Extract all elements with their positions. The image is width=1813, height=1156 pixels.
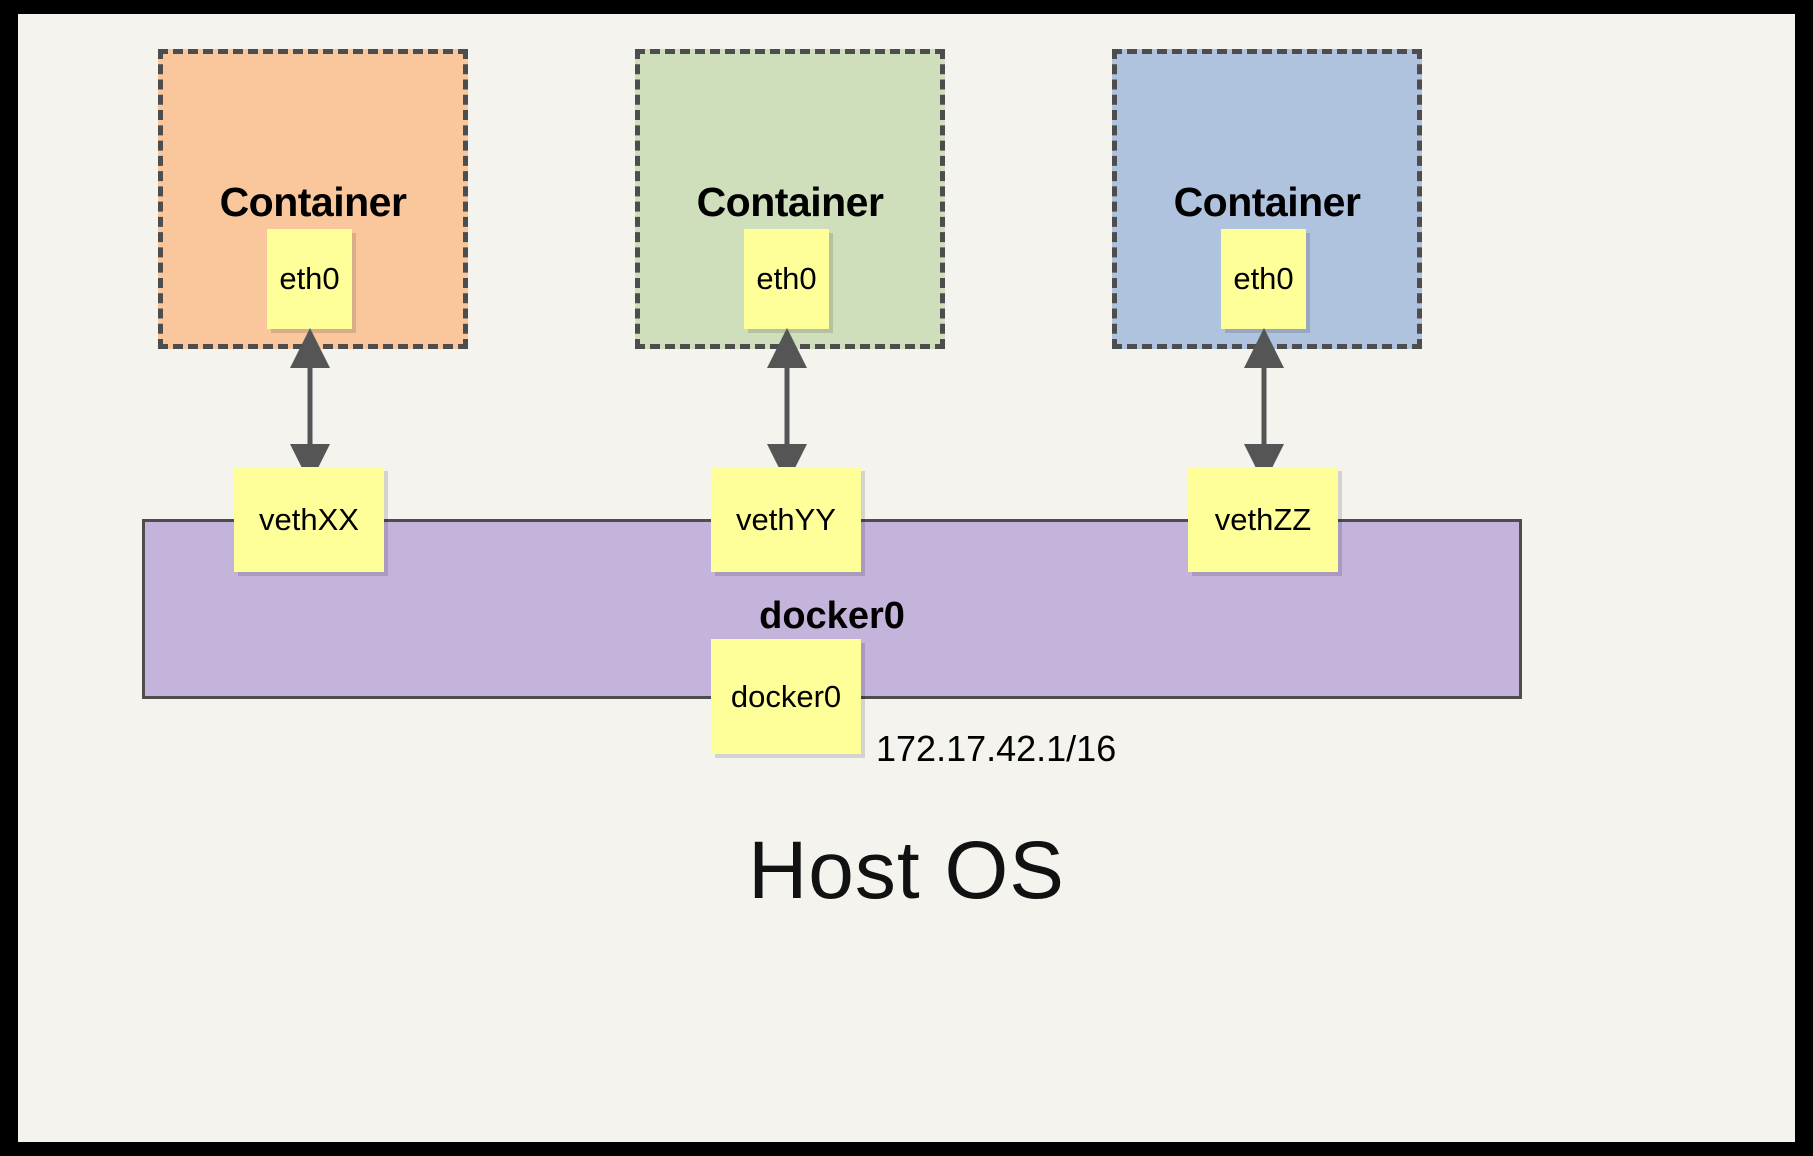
eth0-box-2[interactable]: eth0 xyxy=(744,229,829,329)
docker0-bar-label: docker0 xyxy=(759,595,905,637)
eth0-box-3[interactable]: eth0 xyxy=(1221,229,1306,329)
veth-box-2[interactable]: vethYY xyxy=(711,467,861,572)
host-os-label: Host OS xyxy=(748,825,1065,916)
eth0-box-1[interactable]: eth0 xyxy=(267,229,352,329)
veth-box-3[interactable]: vethZZ xyxy=(1188,467,1338,572)
container-title-3: Container xyxy=(1173,179,1361,225)
diagram-canvas: Container eth0 Container eth0 Container … xyxy=(18,14,1795,1142)
container-title-2: Container xyxy=(696,179,884,225)
veth-link-arrow-1 xyxy=(290,328,330,484)
docker0-port-box[interactable]: docker0 xyxy=(711,639,861,754)
veth-link-arrow-2 xyxy=(767,328,807,484)
bridge-ip-label: 172.17.42.1/16 xyxy=(876,728,1117,769)
veth-box-1[interactable]: vethXX xyxy=(234,467,384,572)
veth-link-arrow-3 xyxy=(1244,328,1284,484)
container-title-1: Container xyxy=(219,179,407,225)
